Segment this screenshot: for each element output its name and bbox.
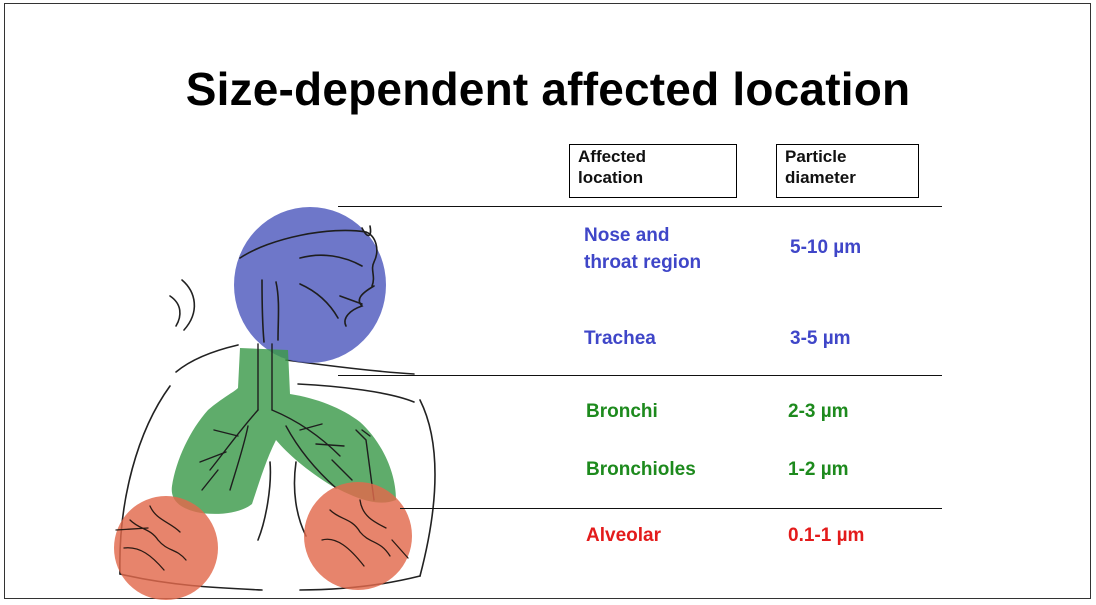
header-affected-location-line1: Affected [578, 146, 730, 167]
header-particle-diameter: Particle diameter [776, 144, 919, 198]
diameter-alveolar: 0.1-1 µm [788, 522, 864, 549]
diameter-bronchi: 2-3 µm [788, 398, 849, 425]
location-trachea: Trachea [584, 325, 656, 352]
header-particle-diameter-line1: Particle [785, 146, 912, 167]
location-bronchi: Bronchi [586, 398, 658, 425]
location-bronchioles: Bronchioles [586, 456, 696, 483]
header-affected-location: Affected location [569, 144, 737, 198]
header-affected-location-line2: location [578, 167, 730, 188]
separator-upper-middle [338, 375, 942, 376]
separator-top [338, 206, 942, 207]
location-alveolar: Alveolar [586, 522, 661, 549]
alveolar-region-right [304, 482, 412, 590]
header-particle-diameter-line2: diameter [785, 167, 912, 188]
location-nose-throat: Nose and throat region [584, 222, 701, 276]
location-nose-throat-line1: Nose and [584, 222, 701, 249]
diameter-bronchioles: 1-2 µm [788, 456, 849, 483]
location-nose-throat-line2: throat region [584, 249, 701, 276]
diameter-nose-throat: 5-10 µm [790, 234, 861, 261]
separator-middle-lower [400, 508, 942, 509]
diameter-trachea: 3-5 µm [790, 325, 851, 352]
